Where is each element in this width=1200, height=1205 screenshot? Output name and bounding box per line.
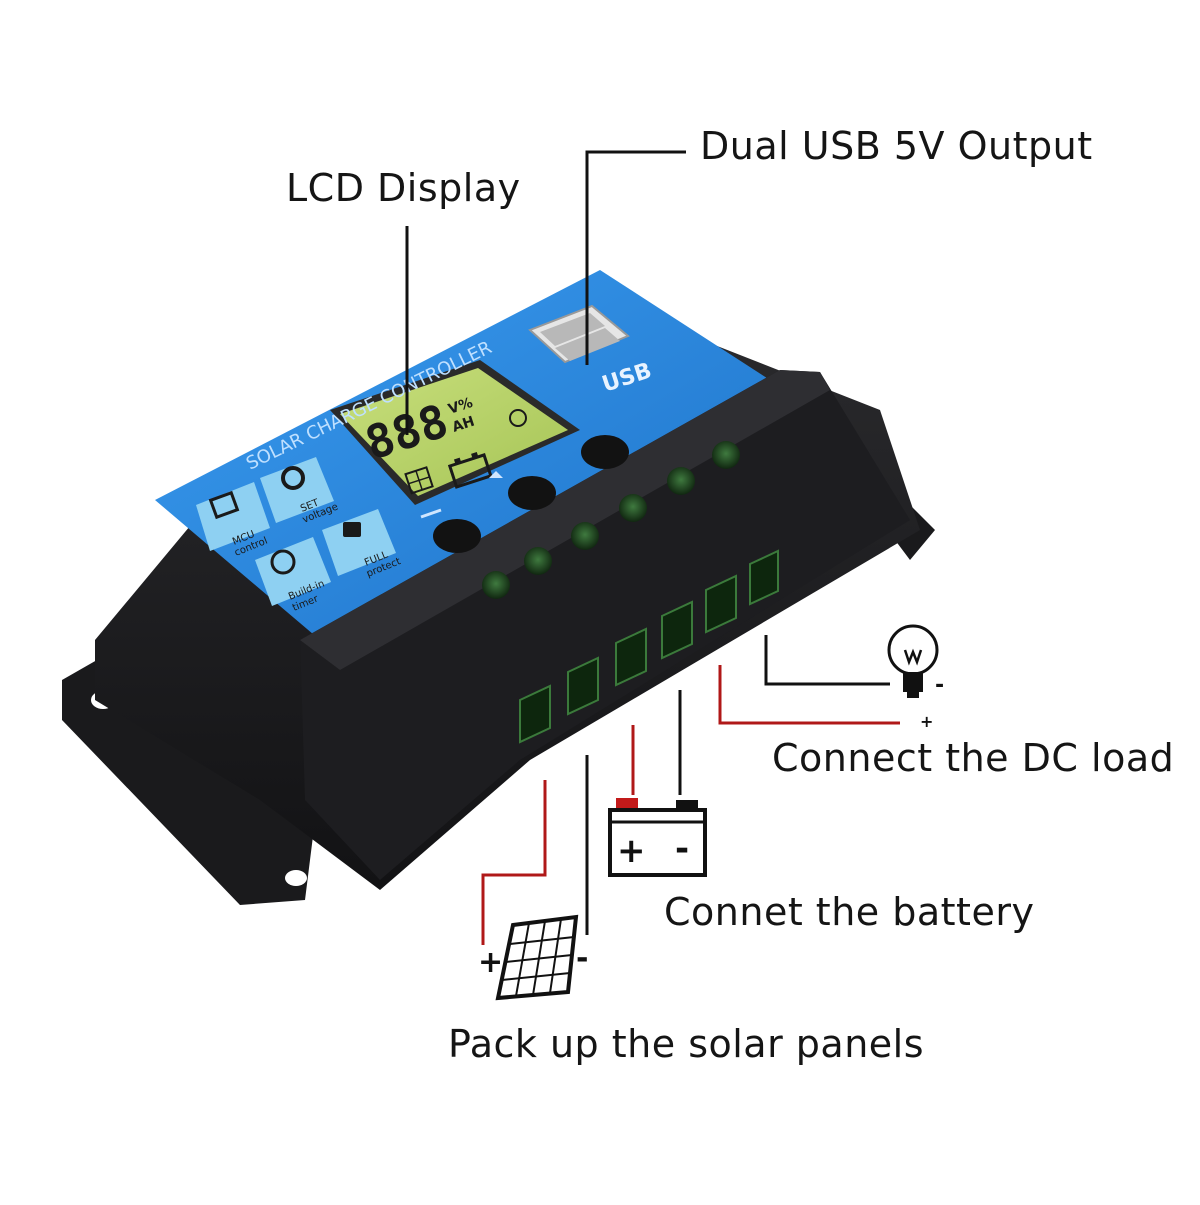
battery-minus-sign: - [675, 829, 689, 869]
solar-panels-callout: Pack up the solar panels [448, 1022, 925, 1066]
top-screw-holes [482, 441, 740, 599]
load-positive-wire [718, 665, 900, 725]
dc-load-callout: Connect the DC load [772, 736, 1175, 780]
terminal-openings [519, 549, 779, 744]
button-menu[interactable] [433, 519, 481, 553]
mcu-chip-icon [208, 490, 240, 520]
button-up[interactable] [508, 476, 556, 510]
lcd-units-bottom: AH [450, 414, 476, 436]
feature-badge-timer: Build-in timer [255, 537, 331, 614]
solar-panel-icon [495, 914, 579, 1001]
battery-plus-sign: + [617, 831, 646, 871]
up-arrow-icon [489, 471, 503, 478]
usb-leader-line [585, 150, 686, 365]
solar-plus-sign: + [478, 945, 503, 980]
lcd-screen: 888 V% AH [330, 360, 580, 505]
solar-positive-wire [481, 780, 547, 945]
lcd-units-top: V% [446, 395, 475, 418]
feature-badge-set: SET voltage [260, 457, 340, 526]
usb-output-callout: Dual USB 5V Output [700, 124, 1093, 168]
load-plus-sign: + [920, 712, 933, 731]
bulb-icon [887, 624, 939, 698]
menu-icon [420, 508, 442, 519]
load-negative-wire [764, 635, 890, 686]
lcd-battery-icon [447, 452, 493, 489]
lcd-display-callout: LCD Display [286, 166, 521, 210]
gear-icon [281, 466, 305, 490]
lcd-bulb-icon [509, 409, 527, 427]
clock-icon [270, 549, 296, 575]
button-down[interactable] [581, 435, 629, 469]
battery-callout: Connet the battery [664, 890, 1035, 934]
feature-badge-mcu: MCU control [196, 482, 270, 559]
lcd-panel-icon [404, 466, 434, 495]
solar-minus-sign: - [576, 941, 588, 976]
lock-icon [343, 522, 361, 537]
load-minus-sign: - [935, 673, 944, 698]
battery-icon [608, 798, 707, 877]
